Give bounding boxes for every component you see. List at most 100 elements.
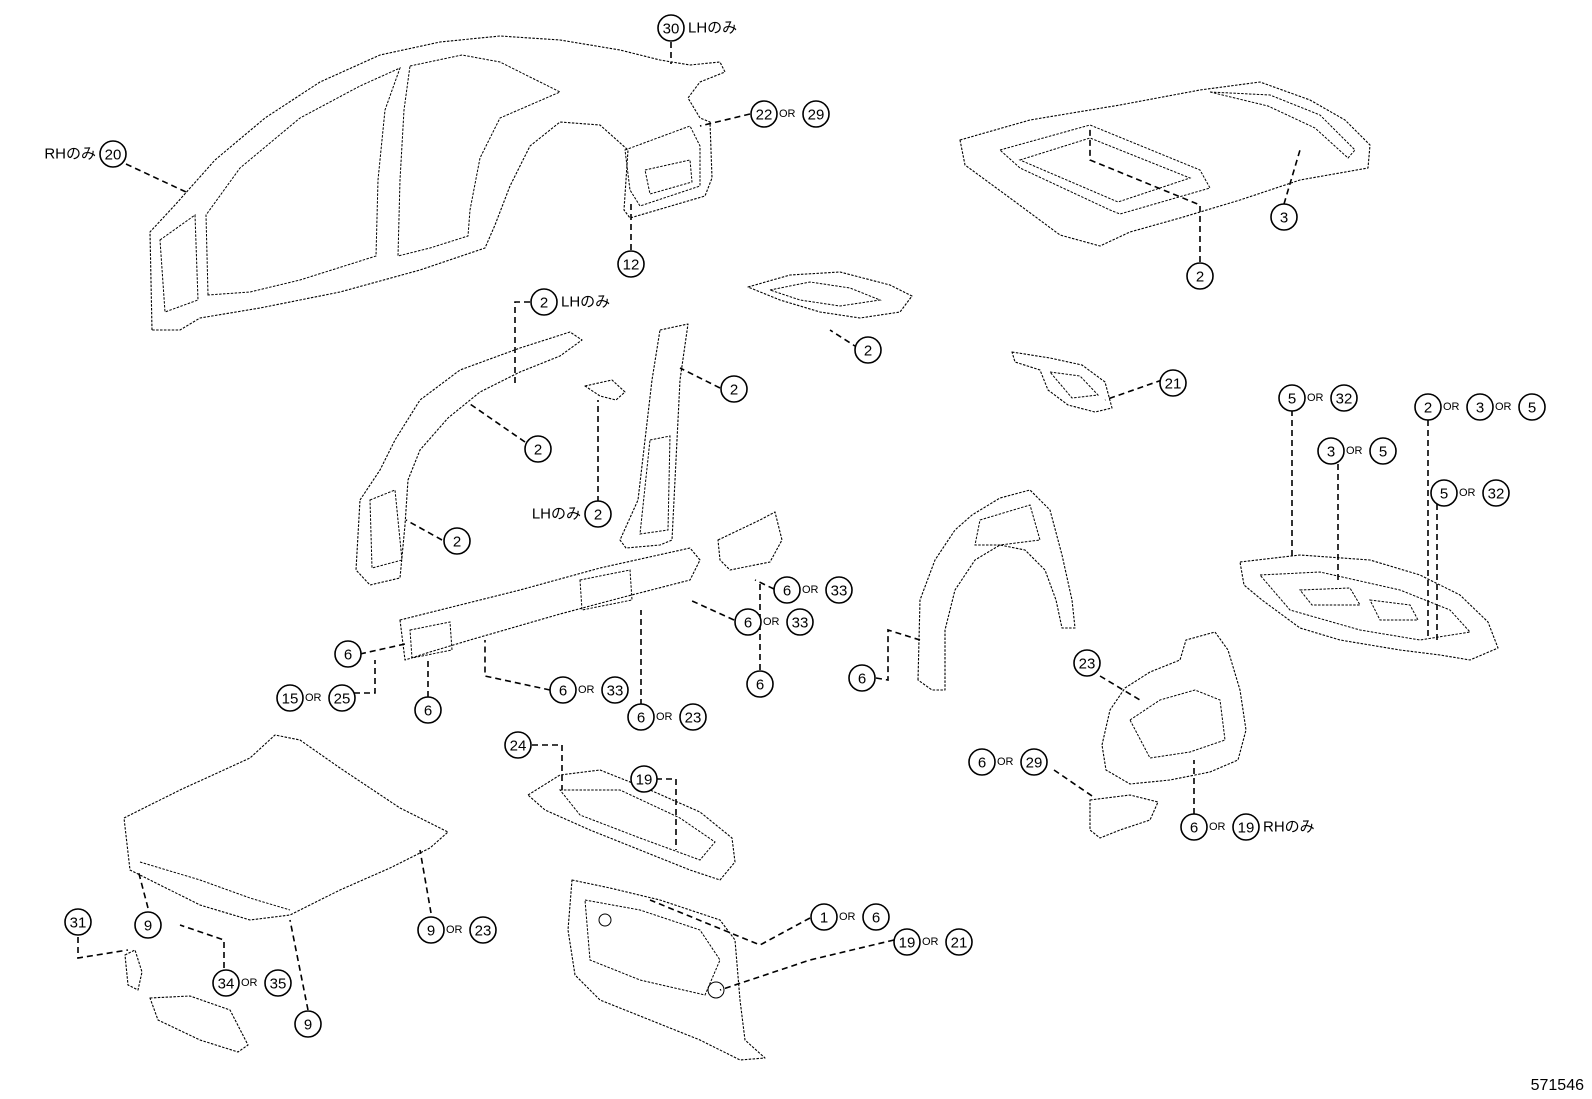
part-number-circle [294, 1010, 322, 1038]
hood-illustration [123, 734, 449, 1053]
part-number: 24 [510, 738, 527, 755]
callout-2: 2 [720, 375, 748, 403]
part-number-circle [630, 765, 658, 793]
part-number-circle [825, 576, 853, 604]
rocker-panel-illustration [399, 511, 783, 661]
part-number-circle [810, 903, 838, 931]
quarter-bracket-illustration [1011, 351, 1113, 413]
part-number-circle [1466, 393, 1494, 421]
part-number-circle [968, 748, 996, 776]
part-number-circle [1020, 748, 1048, 776]
or-label: OR [1495, 401, 1512, 413]
callout-6: 6 [746, 670, 774, 698]
part-number: 6 [858, 671, 866, 688]
part-number-circle [443, 527, 471, 555]
part-number-circle [417, 916, 445, 944]
part-number-circle [679, 703, 707, 731]
part-number: 6 [559, 683, 567, 700]
or-label: OR [446, 924, 463, 936]
part-number-circle [1270, 203, 1298, 231]
part-number: 29 [808, 107, 825, 124]
part-number-circle [601, 676, 629, 704]
part-number: 21 [951, 935, 968, 952]
part-number: 20 [105, 147, 122, 164]
part-number: 1 [820, 910, 828, 927]
part-number: 9 [144, 918, 152, 935]
callout-note: LHのみ [688, 20, 737, 37]
callout-3: 3 [1270, 203, 1298, 231]
or-label: OR [578, 684, 595, 696]
part-number-circle [773, 576, 801, 604]
part-number: 2 [534, 442, 542, 459]
callout-6: 6 [334, 640, 362, 668]
part-number-circle [862, 903, 890, 931]
side-panel-outer-illustration [149, 35, 726, 331]
roof-panel-illustration [959, 81, 1371, 247]
part-number: 6 [637, 710, 645, 727]
part-number: 2 [730, 382, 738, 399]
part-number: 3 [1280, 210, 1288, 227]
leader-lines [77, 42, 1438, 1011]
or-label: OR [779, 108, 796, 120]
part-number: 21 [1165, 376, 1182, 393]
part-number: 19 [899, 935, 916, 952]
callout-12: 12 [617, 250, 645, 278]
part-number: 5 [1288, 391, 1296, 408]
part-number: 23 [1079, 656, 1096, 673]
part-number: 23 [685, 710, 702, 727]
part-number-circle [469, 916, 497, 944]
part-number-circle [657, 14, 685, 42]
callout-23: 23 [1073, 649, 1101, 677]
front-apron-illustration [1089, 631, 1247, 839]
part-number: 2 [594, 507, 602, 524]
part-number-circle [1186, 262, 1214, 290]
callout-note: RHのみ [44, 146, 96, 163]
part-number: 3 [1327, 444, 1335, 461]
callout-6: 6 [848, 664, 876, 692]
part-number: 9 [427, 923, 435, 940]
part-number: 6 [978, 755, 986, 772]
part-number-circle [750, 100, 778, 128]
or-label: OR [763, 616, 780, 628]
part-number-circle [99, 140, 127, 168]
part-number: 32 [1336, 391, 1353, 408]
part-number: 6 [744, 615, 752, 632]
part-number-circle [414, 696, 442, 724]
or-label: OR [1459, 487, 1476, 499]
part-number-circle [328, 684, 356, 712]
part-number-circle [134, 911, 162, 939]
part-number: 15 [282, 691, 299, 708]
part-number-circle [627, 703, 655, 731]
part-number-circle [734, 608, 762, 636]
part-number: 2 [864, 343, 872, 360]
rear-wheelhouse-illustration [917, 489, 1076, 691]
part-number-circle [1430, 479, 1458, 507]
part-number: 23 [475, 923, 492, 940]
cowl-panel-illustration [527, 769, 736, 881]
part-number: 6 [1190, 820, 1198, 837]
part-number-circle [1232, 813, 1260, 841]
part-number-circle [1482, 479, 1510, 507]
part-number-circle [1330, 384, 1358, 412]
dash-panel-illustration [567, 879, 766, 1061]
callout-9: 9 [294, 1010, 322, 1038]
part-number: 6 [344, 647, 352, 664]
roof-bracket-illustration [747, 271, 913, 319]
part-number: 5 [1379, 444, 1387, 461]
part-number: 2 [1196, 269, 1204, 286]
part-number-circle [504, 731, 532, 759]
part-number: 5 [1528, 400, 1536, 417]
